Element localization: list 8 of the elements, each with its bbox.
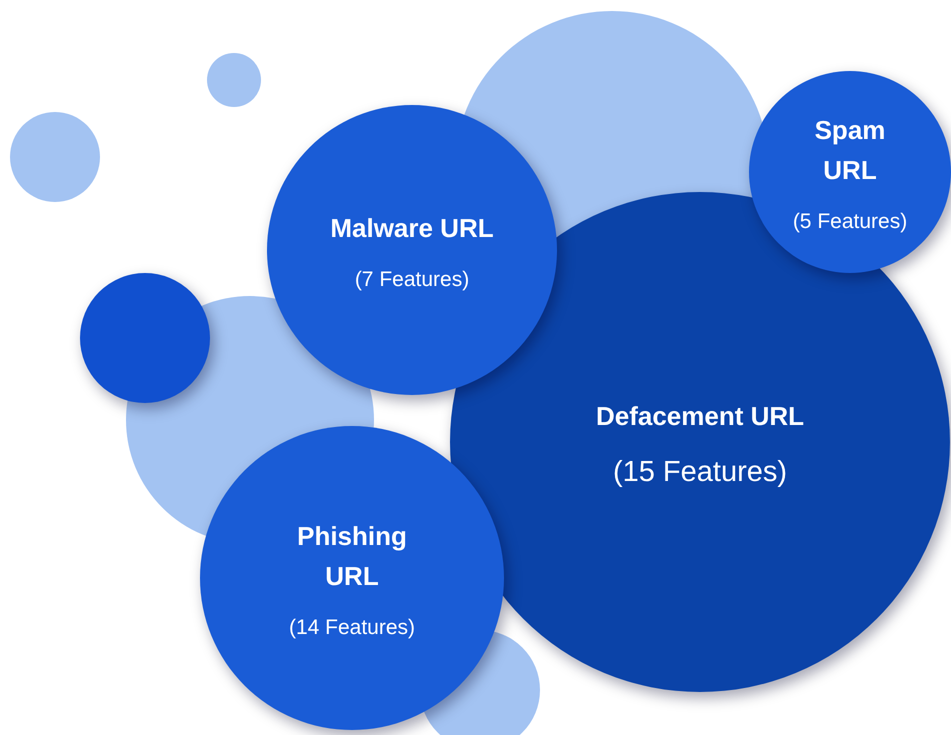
bubble-title: Malware URL	[329, 212, 495, 245]
bubble-title: Spam URL	[814, 114, 886, 187]
feature-count: (15 Features)	[612, 456, 788, 488]
feature-count: (14 Features)	[288, 616, 416, 640]
feature-count: (7 Features)	[354, 268, 470, 292]
bubble-title: Phishing URL	[296, 520, 408, 593]
bubble-title: Defacement URL	[594, 400, 806, 432]
feature-count: (5 Features)	[792, 210, 908, 234]
